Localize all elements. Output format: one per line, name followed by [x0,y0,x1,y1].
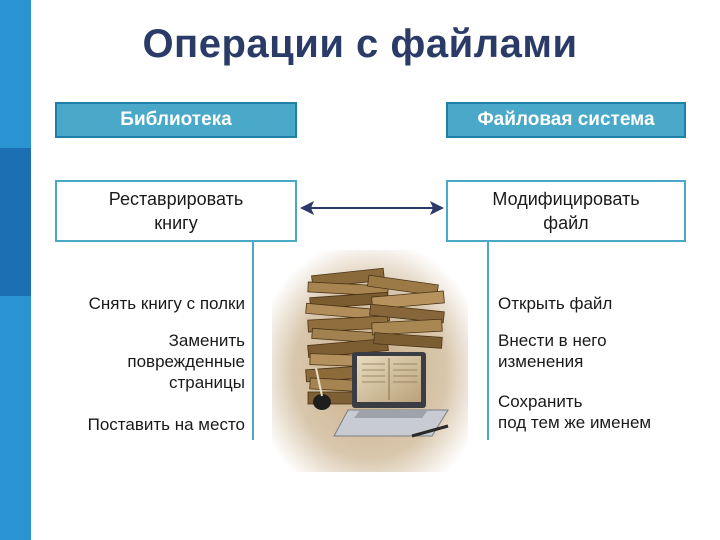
file-step-2: Внести в него изменения [498,331,607,371]
library-step-1: Снять книгу с полки [88,294,245,313]
library-step-2: Заменить поврежденные страницы [127,331,245,392]
double-arrow-icon [300,201,444,215]
books-and-laptop-illustration [272,250,468,472]
restore-book-label: Реставрировать книгу [108,189,244,233]
file-system-connector-line [487,242,489,440]
file-step-1: Открыть файл [498,294,613,313]
library-step-3: Поставить на место [87,415,245,434]
left-accent-bar-dark [0,148,31,296]
restore-book-box: Реставрировать книгу [55,180,297,242]
file-step-3: Сохранить под тем же именем [498,392,652,432]
page-title: Операции с файлами [142,22,578,66]
file-system-heading: Файловая система [446,102,686,138]
modify-file-box: Модифицировать файл [446,180,686,242]
modify-file-label: Модифицировать файл [492,189,640,233]
library-connector-line [252,242,254,440]
library-heading: Библиотека [55,102,297,138]
